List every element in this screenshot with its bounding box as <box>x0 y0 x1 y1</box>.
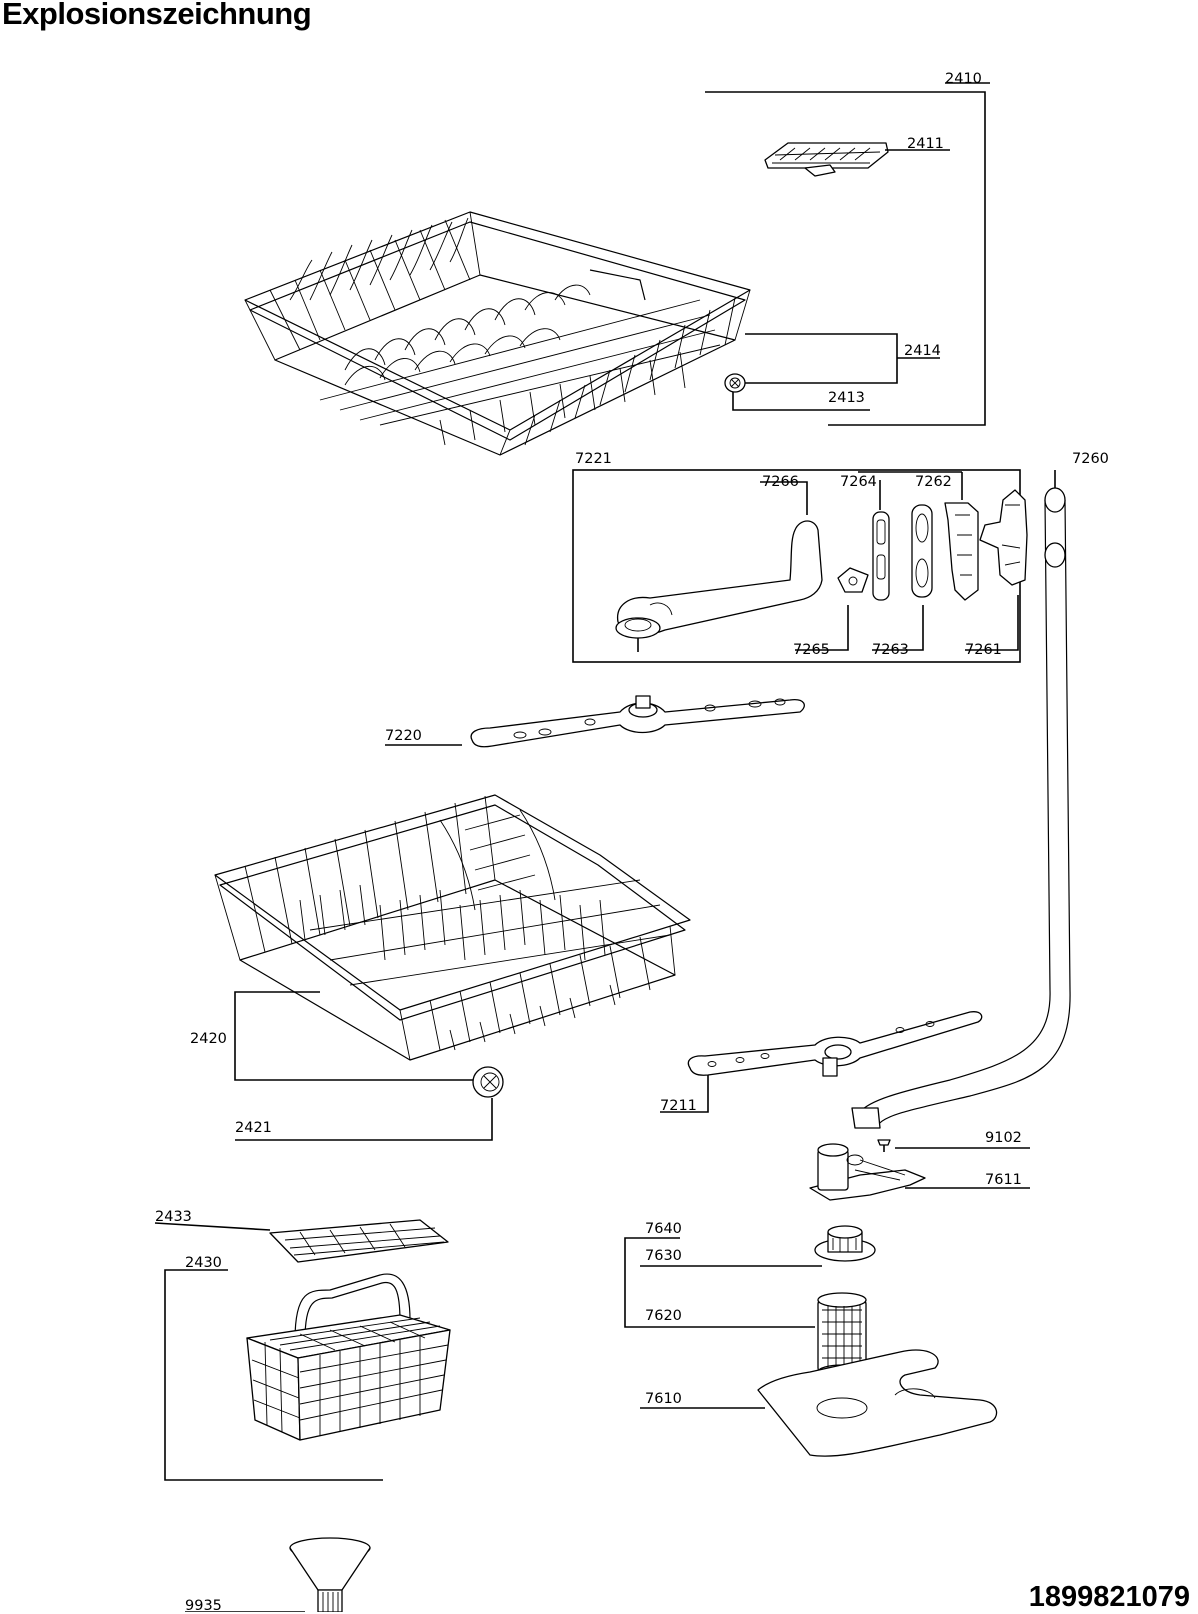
wheel-2413 <box>724 373 746 393</box>
nut-7265 <box>837 567 869 593</box>
leader-7261 <box>965 595 1019 651</box>
lower-basket <box>214 794 691 1061</box>
label-7630: 7630 <box>645 1248 682 1264</box>
spray-hub-7611 <box>809 1143 926 1201</box>
upper-spray-arm-7266 <box>615 520 823 652</box>
lower-spray-arm-7211 <box>687 1011 983 1077</box>
gasket-7264 <box>872 511 890 601</box>
bracket-7262 <box>944 502 979 601</box>
label-2414: 2414 <box>904 343 941 359</box>
label-7610: 7610 <box>645 1391 682 1407</box>
leader-7266 <box>760 481 808 515</box>
label-2420: 2420 <box>190 1031 227 1047</box>
leader-7265 <box>795 605 849 651</box>
label-7640: 7640 <box>645 1221 682 1237</box>
leader-2413 <box>732 392 870 411</box>
funnel-9935 <box>289 1537 371 1612</box>
leader-2420 <box>234 991 475 1081</box>
leader-2414 <box>735 333 940 384</box>
label-7266: 7266 <box>762 474 799 490</box>
connector-7261 <box>979 489 1028 586</box>
label-2421: 2421 <box>235 1120 272 1136</box>
upper-basket <box>244 211 751 456</box>
water-pipe-7260 <box>851 470 1071 1129</box>
label-7265: 7265 <box>793 642 830 658</box>
filter-cap-7630 <box>814 1225 876 1262</box>
screw-9102 <box>877 1139 891 1152</box>
label-7220: 7220 <box>385 728 422 744</box>
label-2411: 2411 <box>907 136 944 152</box>
label-2433: 2433 <box>155 1209 192 1225</box>
leader-2410 <box>705 82 990 426</box>
label-7264: 7264 <box>840 474 877 490</box>
filter-plate-7610 <box>757 1349 998 1457</box>
label-7262: 7262 <box>915 474 952 490</box>
label-7221: 7221 <box>575 451 612 467</box>
label-7261: 7261 <box>965 642 1002 658</box>
leader-2433 <box>154 1222 271 1231</box>
label-7263: 7263 <box>872 642 909 658</box>
wheel-2421 <box>472 1066 504 1098</box>
middle-spray-arm-7220 <box>470 695 805 748</box>
label-9935: 9935 <box>185 1598 222 1612</box>
label-2430: 2430 <box>185 1255 222 1271</box>
label-7211: 7211 <box>660 1098 697 1114</box>
page-title: Explosionszeichnung <box>2 0 312 31</box>
label-7620: 7620 <box>645 1308 682 1324</box>
label-2413: 2413 <box>828 390 865 406</box>
label-7611: 7611 <box>985 1172 1022 1188</box>
cutlery-basket-2430 <box>246 1273 451 1441</box>
gasket-7263 <box>911 504 933 598</box>
label-9102: 9102 <box>985 1130 1022 1146</box>
label-2410: 2410 <box>945 71 982 87</box>
document-number: 1899821079 <box>1028 1581 1190 1613</box>
leader-2421 <box>235 1098 493 1141</box>
leader-7263 <box>872 605 924 651</box>
leader-7211 <box>660 1075 709 1113</box>
leader-7640 <box>624 1237 680 1328</box>
leader-2430 <box>164 1269 383 1481</box>
label-7260: 7260 <box>1072 451 1109 467</box>
cutlery-basket-lid-2433 <box>269 1219 449 1263</box>
clip-part-2411 <box>764 142 889 177</box>
